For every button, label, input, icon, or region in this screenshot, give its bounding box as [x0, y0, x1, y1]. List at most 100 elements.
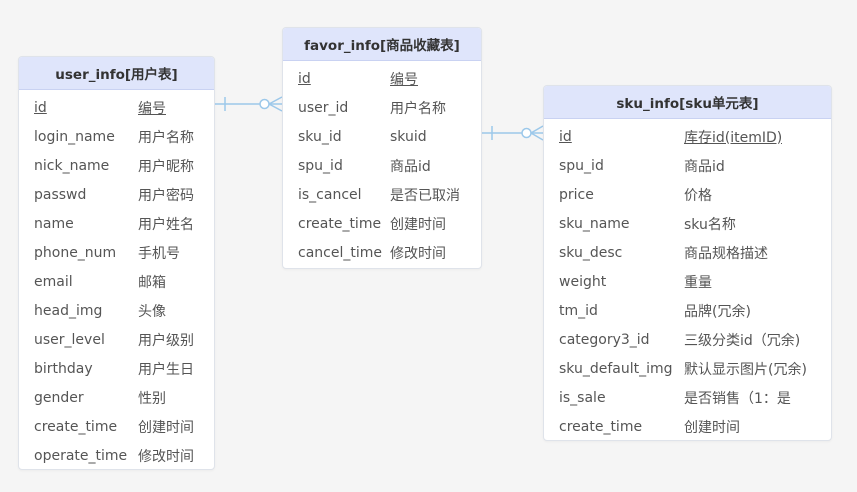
field-desc: 用户名称	[138, 129, 194, 146]
field-name: nick_name	[34, 157, 110, 174]
field-desc: 头像	[138, 303, 166, 320]
field-desc: 创建时间	[390, 216, 446, 233]
field-desc: skuid	[390, 128, 427, 145]
field-desc: 编号	[138, 100, 166, 117]
field-desc: 创建时间	[138, 419, 194, 436]
field-desc: 商品id	[390, 158, 431, 175]
field-name: email	[34, 273, 73, 290]
field-row[interactable]: sku_name sku名称	[544, 209, 831, 238]
field-desc: 性别	[138, 390, 166, 407]
field-row[interactable]: is_cancel 是否已取消	[283, 180, 481, 209]
field-desc: 三级分类id（冗余)	[684, 332, 801, 349]
field-name: weight	[559, 273, 607, 290]
crowfoot-icon	[530, 125, 544, 134]
field-row[interactable]: birthday 用户生日	[19, 354, 214, 383]
field-name: id	[298, 70, 311, 87]
field-desc: 创建时间	[684, 419, 740, 436]
field-desc: 价格	[684, 187, 712, 204]
field-name: sku_desc	[559, 244, 623, 261]
table-user-info[interactable]: user_info[用户表] id 编号 login_name 用户名称 nick_na…	[18, 56, 215, 470]
field-desc: 修改时间	[390, 245, 446, 262]
field-name: category3_id	[559, 331, 650, 348]
field-name: sku_id	[298, 128, 342, 145]
zero-marker-icon	[259, 98, 270, 110]
field-row[interactable]: passwd 用户密码	[19, 180, 214, 209]
relation-user-favor[interactable]	[213, 96, 283, 112]
field-name: sku_default_img	[559, 360, 673, 377]
field-desc: 品牌(冗余)	[684, 303, 751, 320]
field-row[interactable]: user_level 用户级别	[19, 325, 214, 354]
field-desc: 用户姓名	[138, 216, 194, 233]
field-desc: 商品规格描述	[684, 245, 768, 262]
field-row[interactable]: email 邮箱	[19, 267, 214, 296]
field-name: is_cancel	[298, 186, 362, 203]
field-name: login_name	[34, 128, 115, 145]
field-row[interactable]: head_img 头像	[19, 296, 214, 325]
field-name: id	[34, 99, 47, 116]
field-name: user_level	[34, 331, 105, 348]
field-name: spu_id	[559, 157, 604, 174]
field-row[interactable]: id 库存id(itemID)	[544, 122, 831, 151]
zero-marker-icon	[521, 127, 532, 139]
field-name: id	[559, 128, 572, 145]
field-row[interactable]: create_time 创建时间	[544, 412, 831, 440]
field-row[interactable]: weight 重量	[544, 267, 831, 296]
field-name: sku_name	[559, 215, 630, 232]
field-name: passwd	[34, 186, 87, 203]
field-desc: 用户级别	[138, 332, 194, 349]
field-desc: 是否已取消	[390, 187, 460, 204]
table-header[interactable]: user_info[用户表]	[19, 57, 214, 90]
field-row[interactable]: create_time 创建时间	[19, 412, 214, 441]
field-row[interactable]: spu_id 商品id	[283, 151, 481, 180]
table-header[interactable]: sku_info[sku单元表]	[544, 86, 831, 119]
field-desc: 用户密码	[138, 187, 194, 204]
field-row[interactable]: spu_id 商品id	[544, 151, 831, 180]
field-row[interactable]: user_id 用户名称	[283, 93, 481, 122]
field-name: create_time	[34, 418, 118, 435]
field-name: spu_id	[298, 157, 343, 174]
field-desc: 手机号	[138, 245, 180, 262]
field-name: name	[34, 215, 74, 232]
field-desc: 用户名称	[390, 100, 446, 117]
field-desc: 用户生日	[138, 361, 194, 378]
table-header[interactable]: favor_info[商品收藏表]	[283, 28, 481, 61]
field-row[interactable]: create_time 创建时间	[283, 209, 481, 238]
table-sku-info[interactable]: sku_info[sku单元表] id 库存id(itemID) spu_id 商品i…	[543, 85, 832, 441]
field-row[interactable]: id 编号	[19, 93, 214, 122]
field-desc: 邮箱	[138, 274, 166, 291]
field-row[interactable]: sku_id skuid	[283, 122, 481, 151]
field-row[interactable]: name 用户姓名	[19, 209, 214, 238]
field-row[interactable]: cancel_time 修改时间	[283, 238, 481, 267]
field-name: head_img	[34, 302, 103, 319]
field-name: birthday	[34, 360, 93, 377]
field-row[interactable]: sku_desc 商品规格描述	[544, 238, 831, 267]
field-row[interactable]: sku_default_img 默认显示图片(冗余)	[544, 354, 831, 383]
field-desc: 重量	[684, 274, 712, 291]
relation-favor-sku[interactable]	[480, 125, 544, 141]
field-row[interactable]: phone_num 手机号	[19, 238, 214, 267]
field-name: cancel_time	[298, 244, 382, 261]
field-desc: 商品id	[684, 158, 725, 175]
field-desc: sku名称	[684, 216, 736, 233]
field-desc: 默认显示图片(冗余)	[684, 361, 807, 378]
field-name: create_time	[298, 215, 382, 232]
field-row[interactable]: tm_id 品牌(冗余)	[544, 296, 831, 325]
field-row[interactable]: category3_id 三级分类id（冗余)	[544, 325, 831, 354]
field-desc: 库存id(itemID)	[684, 129, 783, 146]
field-name: phone_num	[34, 244, 117, 261]
field-row[interactable]: gender 性别	[19, 383, 214, 412]
field-name: is_sale	[559, 389, 606, 406]
field-name: tm_id	[559, 302, 598, 319]
field-name: create_time	[559, 418, 643, 435]
field-name: user_id	[298, 99, 349, 116]
field-desc: 修改时间	[138, 448, 194, 465]
field-name: gender	[34, 389, 84, 406]
field-row[interactable]: login_name 用户名称	[19, 122, 214, 151]
